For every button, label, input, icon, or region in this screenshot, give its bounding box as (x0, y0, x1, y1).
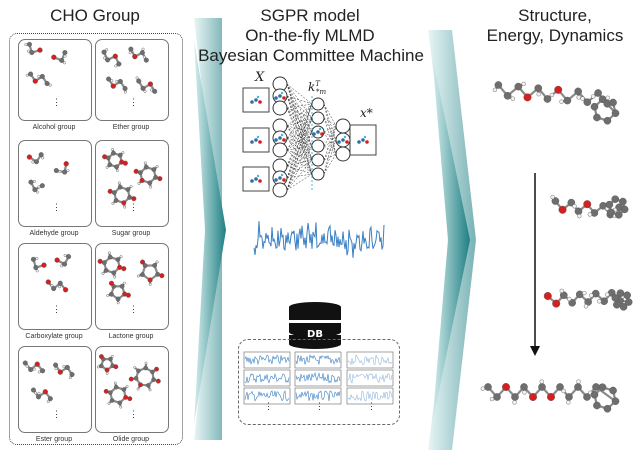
heading-bayesian-committee-machine: Bayesian Committee Machine (198, 46, 424, 65)
olide-molecule-1 (96, 354, 119, 375)
db-sample-7 (243, 387, 291, 405)
carboxylate-molecule-3 (45, 279, 69, 293)
ellipsis-ester: ⋮ (52, 409, 61, 419)
carboxylate-molecule-2 (54, 254, 72, 268)
heading-sgpr-model: SGPR model (260, 6, 360, 25)
ester-molecule-2 (53, 362, 75, 380)
database-label: DB (307, 329, 323, 340)
arrow-middle-to-right (428, 30, 476, 450)
group-label-aldehyde: Aldehyde group (29, 230, 79, 237)
group-label-ester: Ester group (35, 436, 73, 443)
group-label-alcohol: Alcohol group (32, 124, 76, 131)
structure-molecule-4 (480, 379, 620, 413)
aldehyde-molecule-2 (53, 161, 70, 175)
input-label: X (255, 70, 265, 85)
ether-molecule-3 (106, 76, 128, 94)
ellipsis-sugar: ⋮ (129, 202, 138, 212)
ellipsis-carboxylate: ⋮ (52, 304, 61, 314)
sugar-molecule-3 (107, 181, 137, 209)
alcohol-molecule-1 (24, 41, 43, 56)
ether-molecule-1 (101, 48, 122, 68)
ellipsis-alcohol: ⋮ (52, 97, 61, 107)
time-arrow-head (530, 346, 540, 356)
olide-molecule-3 (103, 381, 133, 409)
group-label-carboxylate: Carboxylate group (25, 333, 83, 340)
ether-molecule-2 (128, 46, 149, 63)
carboxylate-molecule-1 (30, 256, 47, 273)
ellipsis-db-3: ⋮ (367, 401, 376, 411)
arrow-right-tip (432, 55, 470, 425)
ellipsis-db-2: ⋮ (315, 401, 324, 411)
kernel-node-column (311, 97, 325, 181)
lactone-molecule-2 (136, 259, 165, 286)
aldehyde-molecule-1 (26, 152, 45, 165)
network-atoms (250, 91, 369, 183)
ellipsis-aldehyde: ⋮ (52, 202, 61, 212)
cho-group-panel (9, 33, 183, 445)
energy-trace-line (253, 221, 385, 258)
sugar-molecule-1 (102, 148, 128, 172)
heading-energy-dynamics: Energy, Dynamics (486, 26, 624, 45)
ellipsis-lactone: ⋮ (129, 304, 138, 314)
db-sample-1 (243, 351, 291, 369)
kernel-label-sub: *m (315, 88, 327, 97)
ester-molecule-1 (22, 360, 46, 374)
alcohol-molecule-3 (25, 71, 52, 87)
structure-molecule-1 (492, 81, 620, 125)
ellipsis-ether: ⋮ (129, 97, 138, 107)
heading-cho-group: CHO Group (50, 6, 140, 25)
structure-molecule-2 (550, 194, 629, 219)
alcohol-molecule-2 (51, 50, 68, 65)
kernel-label: kT*m (308, 80, 326, 96)
db-sample-6 (346, 369, 394, 387)
ellipsis-olide: ⋮ (129, 409, 138, 419)
db-sample-9 (346, 387, 394, 405)
kernel-label-sup: T (315, 80, 320, 88)
input-box-1 (242, 87, 270, 113)
lactone-molecule-1 (97, 251, 127, 279)
heading-structure: Structure, (518, 6, 592, 25)
ester-molecule-3 (30, 387, 53, 404)
group-label-olide: Olide group (112, 436, 150, 443)
group-label-lactone: Lactone group (108, 333, 154, 340)
db-sample-4 (243, 369, 291, 387)
db-sample-2 (294, 351, 342, 369)
output-label: x* (360, 106, 373, 120)
group-box-sugar (95, 140, 169, 227)
olide-molecule-2 (128, 361, 161, 392)
db-sample-3 (346, 351, 394, 369)
db-sample-5 (294, 369, 342, 387)
network-connections (286, 83, 351, 191)
ether-molecule-4 (135, 76, 158, 94)
heading-on-the-fly-mlmd: On-the-fly MLMD (245, 26, 375, 45)
group-label-ether: Ether group (112, 124, 150, 131)
arrow-left-tip (194, 40, 226, 425)
lactone-molecule-3 (106, 280, 131, 305)
database-panel (238, 339, 400, 425)
db-sample-8 (294, 387, 342, 405)
aldehyde-molecule-3 (28, 179, 45, 194)
group-box-ester (18, 346, 92, 433)
group-box-lactone (95, 243, 169, 330)
ellipsis-db-1: ⋮ (264, 401, 273, 411)
arrow-left-to-middle (194, 18, 222, 440)
kernel-label-base: k (308, 80, 316, 94)
structure-molecule-3 (543, 288, 633, 311)
group-label-sugar: Sugar group (111, 230, 151, 237)
sugar-molecule-2 (133, 161, 163, 189)
